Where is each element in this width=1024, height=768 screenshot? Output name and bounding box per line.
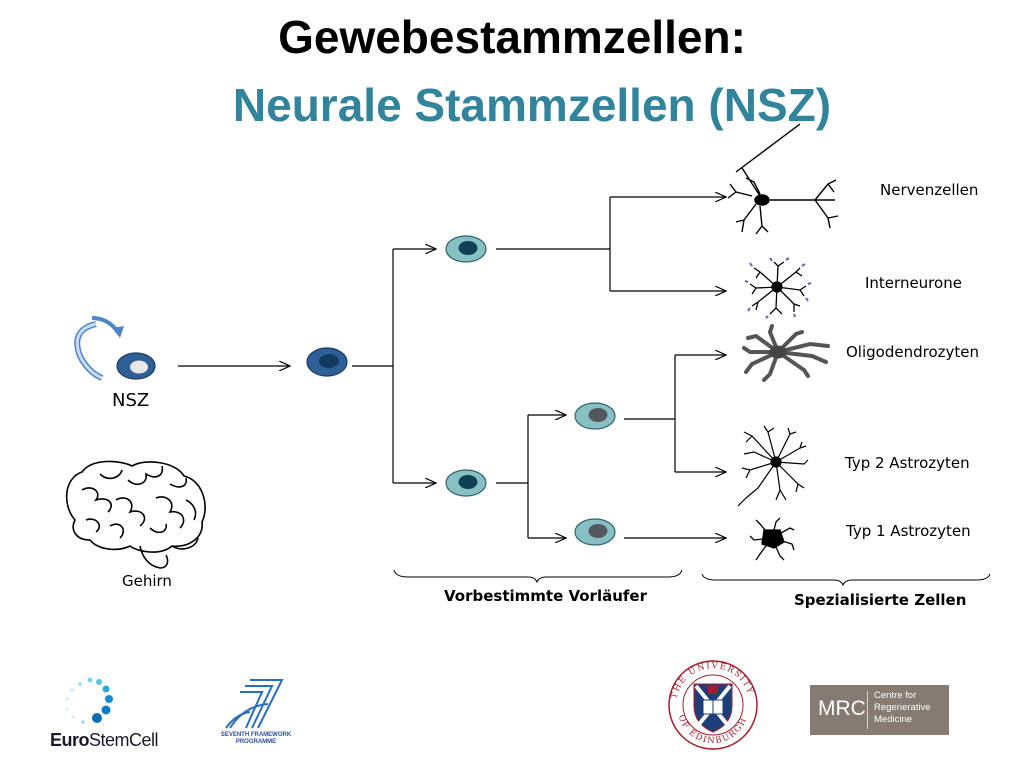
brain-icon — [67, 461, 205, 568]
mrc-logo-word: MRC — [818, 697, 866, 721]
fp7-logo-text: SEVENTH FRAMEWORK PROGRAMME — [218, 732, 294, 746]
fp7-logo — [226, 680, 282, 728]
mrc-logo: MRC Centre for Regenerative Medicine — [810, 685, 949, 735]
edinburgh-crest-logo: THE UNIVERSITY OF EDINBURGH — [669, 661, 757, 749]
cell-label-oligodendrozyten: Oligodendrozyten — [846, 343, 979, 361]
type1-astrocyte-icon — [750, 518, 794, 560]
mrc-logo-subtitle: Centre for Regenerative Medicine — [874, 690, 931, 726]
cell-label-nervenzellen: Nervenzellen — [880, 181, 978, 199]
cell-label-interneurone: Interneurone — [865, 274, 962, 292]
oligodendrocyte-icon — [744, 326, 828, 380]
label-vorbestimmte-vorlaeufer: Vorbestimmte Vorläufer — [444, 587, 647, 605]
gehirn-label: Gehirn — [122, 572, 172, 590]
cell-label-typ2-astrozyten: Typ 2 Astrozyten — [845, 454, 970, 472]
neuronal-progenitor-cell — [446, 236, 486, 262]
o2a-progenitor-cell — [575, 403, 615, 429]
brace-vorbestimmte — [394, 570, 682, 582]
eurostemcell-logo-dots — [65, 678, 113, 724]
type2-astrocyte-icon — [738, 426, 808, 506]
progenitor-cell — [307, 348, 347, 376]
label-spezialisierte-zellen: Spezialisierte Zellen — [794, 591, 966, 609]
glial-progenitor-cell — [446, 470, 486, 496]
interneuron-icon — [750, 262, 806, 314]
nsz-stem-cell — [117, 353, 155, 379]
astrocyte-progenitor-cell — [575, 519, 615, 545]
eurostemcell-bold-part: Euro — [50, 730, 89, 750]
cell-label-typ1-astrozyten: Typ 1 Astrozyten — [846, 522, 971, 540]
brace-spezialisierte — [702, 574, 990, 585]
eurostemcell-regular-part: StemCell — [89, 730, 158, 750]
mrc-logo-divider — [867, 691, 868, 729]
eurostemcell-logo-text: EuroStemCell — [50, 730, 158, 751]
nsz-label: NSZ — [112, 390, 149, 411]
neuron-icon — [728, 124, 838, 234]
